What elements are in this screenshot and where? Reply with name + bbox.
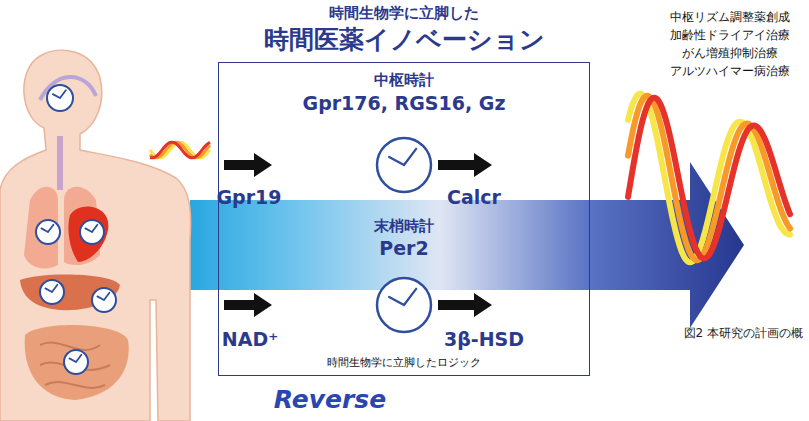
- clock-heading: 末梢時計: [374, 218, 434, 235]
- flow-arrow-shape: [190, 162, 744, 328]
- pathway-arrows: [224, 153, 492, 317]
- application-item: アルツハイマー病治療: [670, 65, 790, 79]
- clock-hands: [97, 293, 109, 300]
- clock-face: [80, 220, 104, 244]
- clock-hands: [85, 225, 97, 232]
- flow-arrow: [190, 162, 744, 328]
- application-item: 加齢性ドライアイ治療: [670, 29, 790, 43]
- body-outline: [0, 50, 191, 421]
- clock-icon: [377, 138, 431, 192]
- wave-line: [628, 98, 790, 259]
- box-note: 時間生物学に立脚したロジック: [327, 357, 481, 370]
- clock-hands: [389, 289, 416, 305]
- caption: 図2 本研究の計画の概: [684, 327, 803, 341]
- clock-icon: [377, 278, 431, 332]
- clock-face: [40, 280, 64, 304]
- clock-face: [64, 350, 88, 374]
- clock-icon: [92, 288, 116, 312]
- clock-face: [377, 138, 431, 192]
- clock-heading: 中枢時計: [374, 72, 434, 89]
- clock-icon: [80, 220, 104, 244]
- clock-face: [47, 85, 73, 111]
- clock-icon: [64, 350, 88, 374]
- enzyme-label: 3β-HSD: [444, 329, 524, 351]
- title: 時間医薬イノベーション: [264, 26, 545, 55]
- wave-line: [150, 142, 210, 158]
- application-item: 中枢リズム調整薬創成: [670, 11, 790, 25]
- gene-label: Calcr: [447, 187, 501, 209]
- trachea: [57, 136, 63, 190]
- wave-line: [628, 96, 790, 261]
- clock-face: [36, 220, 60, 244]
- reverse-label: Reverse: [274, 386, 386, 415]
- wave-line: [628, 94, 790, 263]
- heart: [68, 207, 108, 262]
- application-item: がん増殖抑制治療: [682, 47, 778, 61]
- clock-hands: [53, 90, 66, 98]
- human-body: [0, 50, 191, 421]
- clock-face: [377, 278, 431, 332]
- wave-line: [150, 142, 210, 158]
- rhythm-wave: [150, 142, 210, 158]
- clock-hands: [389, 149, 416, 165]
- clock-icon: [40, 280, 64, 304]
- wave-line: [150, 142, 210, 158]
- black-arrow: [438, 293, 492, 317]
- black-arrow: [438, 153, 492, 177]
- clock-icon: [47, 85, 73, 111]
- black-arrow: [224, 293, 272, 317]
- gene-label: Gpr19: [216, 187, 281, 209]
- clock-icon: [36, 220, 60, 244]
- gene-list: Per2: [379, 238, 428, 260]
- clock-hands: [41, 225, 53, 232]
- intestine-folds: [40, 343, 110, 388]
- molecule-label: NAD⁺: [222, 329, 278, 351]
- intestine: [25, 325, 129, 400]
- gene-list: Gpr176, RGS16, Gz: [303, 93, 506, 115]
- clock-hands: [69, 355, 81, 362]
- clock-face: [92, 288, 116, 312]
- black-arrow: [224, 153, 272, 177]
- subtitle: 時間生物学に立脚した: [329, 5, 479, 22]
- clock-hands: [45, 285, 57, 292]
- rhythm-wave: [628, 94, 790, 263]
